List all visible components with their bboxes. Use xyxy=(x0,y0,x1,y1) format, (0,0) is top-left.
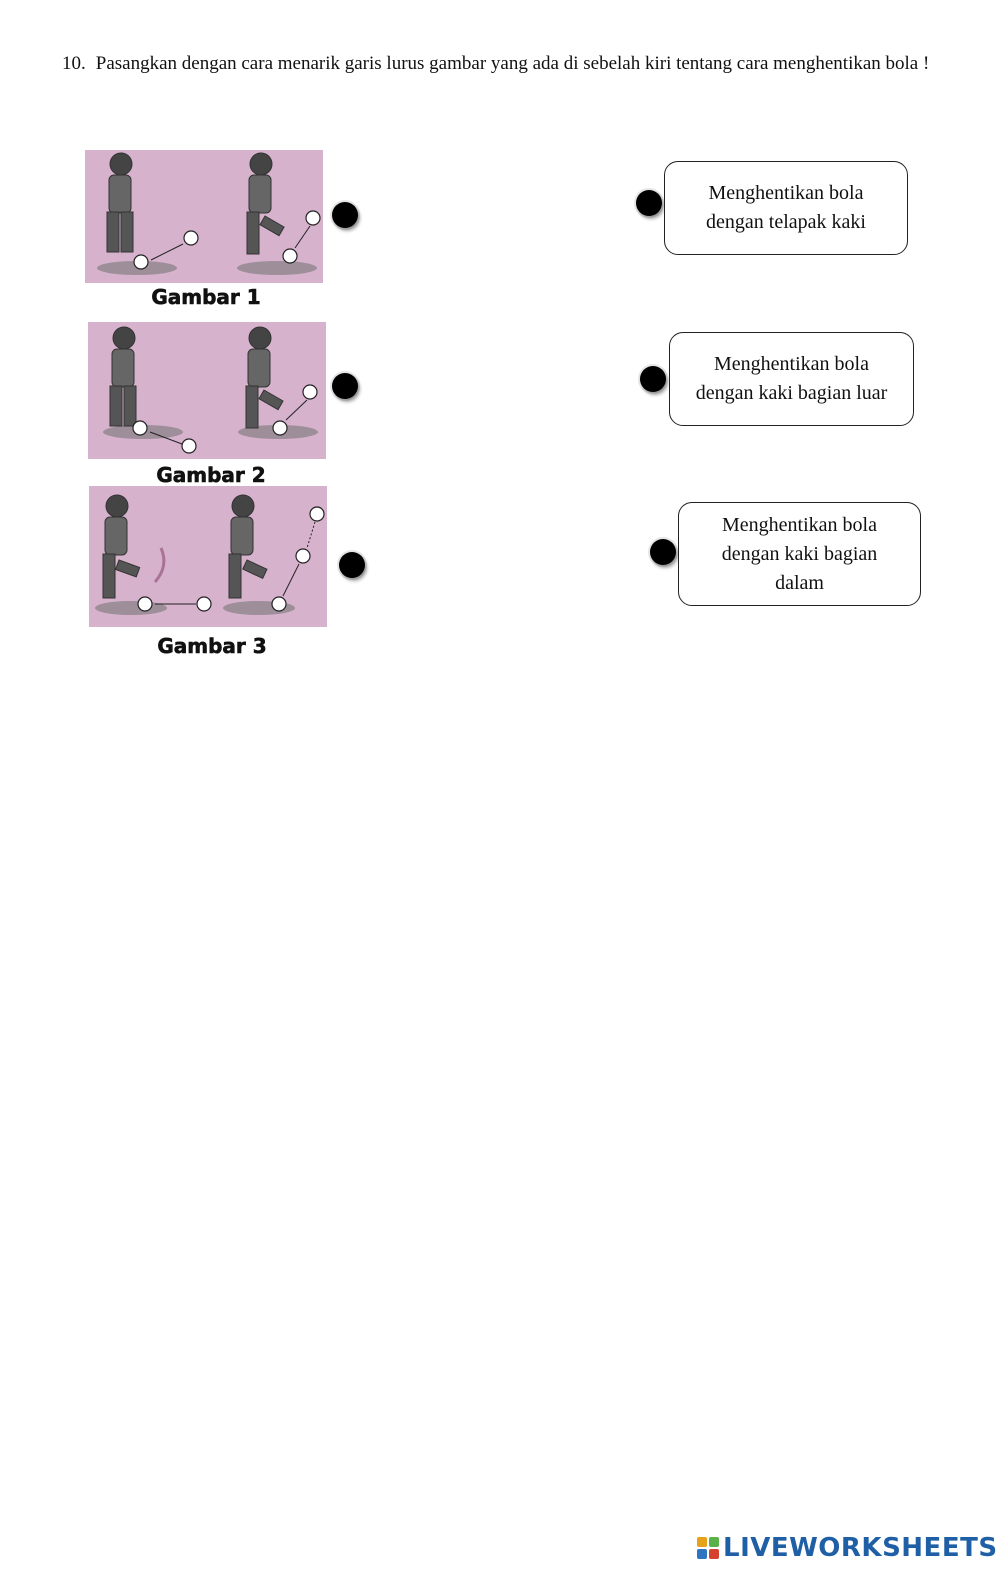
answer-2-box[interactable]: Menghentikan bola dengan kaki bagian lua… xyxy=(669,332,914,426)
boy-stopping-ball-illustration xyxy=(95,494,325,615)
answer-2-line-1: Menghentikan bola xyxy=(714,353,869,375)
answer-3-box[interactable]: Menghentikan bola dengan kaki bagian dal… xyxy=(678,502,921,606)
question-text: 10. Pasangkan dengan cara menarik garis l… xyxy=(62,50,942,77)
answer-2-text: Menghentikan bola dengan kaki bagian lua… xyxy=(696,350,888,408)
boy-stopping-ball-illustration xyxy=(103,326,318,454)
picture-3-caption: Gambar 3 xyxy=(157,634,267,659)
picture-2-connector-dot[interactable] xyxy=(332,373,358,399)
picture-3 xyxy=(89,486,327,627)
answer-1-line-1: Menghentikan bola xyxy=(708,182,864,204)
answer-3-connector-dot[interactable] xyxy=(650,539,676,565)
answer-3-line-1: Menghentikan bola xyxy=(722,513,877,536)
picture-1-caption: Gambar 1 xyxy=(151,285,261,310)
answer-3-line-3: dalam xyxy=(775,571,824,594)
answer-1-line-2: dengan telapak kaki xyxy=(706,211,866,233)
answer-1-connector-dot[interactable] xyxy=(636,190,662,216)
answer-1-box[interactable]: Menghentikan bola dengan telapak kaki xyxy=(664,161,908,255)
picture-1 xyxy=(85,150,323,283)
liveworksheets-logo-icon xyxy=(697,1537,719,1559)
liveworksheets-logo-text: LIVEWORKSHEETS xyxy=(723,1533,998,1563)
boy-stopping-ball-illustration xyxy=(97,152,321,275)
answer-3-line-2: dengan kaki bagian xyxy=(721,542,878,565)
question-body: Pasangkan dengan cara menarik garis luru… xyxy=(95,53,930,74)
picture-2-caption: Gambar 2 xyxy=(156,463,266,488)
picture-2 xyxy=(88,322,326,459)
answer-3-text: Menghentikan bola dengan kaki bagian dal… xyxy=(722,511,878,598)
picture-3-connector-dot[interactable] xyxy=(339,552,365,578)
answer-1-text: Menghentikan bola dengan telapak kaki xyxy=(706,179,866,237)
answer-2-connector-dot[interactable] xyxy=(640,366,666,392)
logo-square-2 xyxy=(709,1537,719,1547)
picture-1-connector-dot[interactable] xyxy=(332,202,358,228)
answer-2-line-2: dengan kaki bagian luar xyxy=(695,382,888,404)
logo-square-4 xyxy=(709,1549,719,1559)
liveworksheets-logo: LIVEWORKSHEETS xyxy=(697,1533,998,1563)
question-number: 10. xyxy=(62,53,86,74)
logo-square-1 xyxy=(697,1537,707,1547)
logo-square-3 xyxy=(697,1549,707,1559)
